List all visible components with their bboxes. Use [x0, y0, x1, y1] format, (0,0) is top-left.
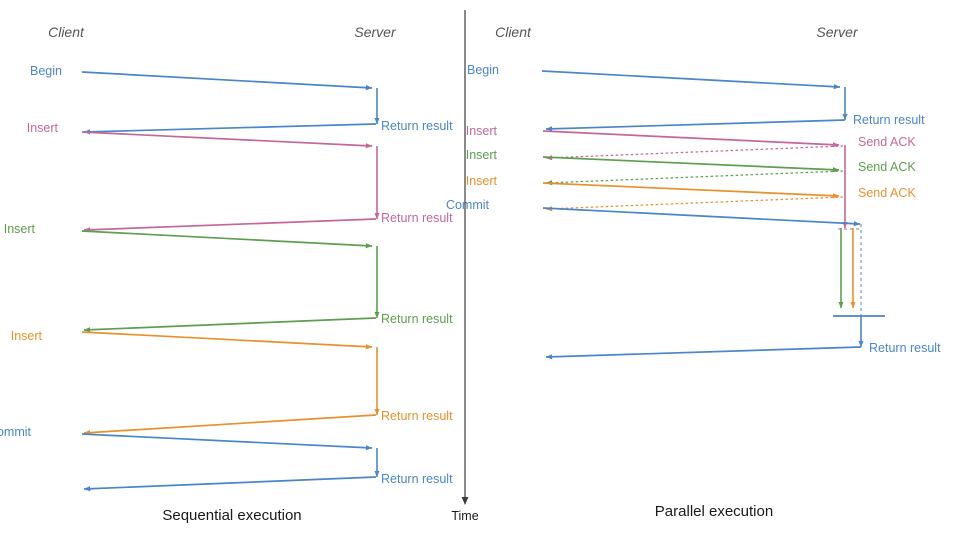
- message-label-return-result: Return result: [381, 119, 453, 133]
- message-arrow-sequential-5: [83, 317, 377, 333]
- message-label-return-result: Return result: [869, 341, 941, 355]
- message-label-return-result: Return result: [381, 409, 453, 423]
- message-arrow-sequential-2: [81, 131, 373, 149]
- message-arrow-sequential-7: [83, 414, 377, 436]
- message-arrow-sequential-0: [81, 71, 373, 91]
- message-label-send-ack: Send ACK: [858, 160, 916, 174]
- message-arrow-parallel-1: [545, 119, 846, 132]
- message-arrow-sequential-9: [83, 476, 377, 492]
- message-label-insert: Insert: [466, 124, 498, 138]
- panel-caption-sequential: Sequential execution: [162, 507, 301, 524]
- message-label-insert: Insert: [4, 222, 36, 236]
- message-label-return-result: Return result: [853, 113, 925, 127]
- message-label-return-result: Return result: [381, 211, 453, 225]
- message-label-commit: Commit: [0, 425, 32, 439]
- message-arrow-parallel-0: [541, 70, 841, 90]
- message-arrow-parallel-4: [542, 156, 840, 173]
- message-arrow-sequential-1: [83, 123, 377, 135]
- lane-header-server: Server: [354, 24, 397, 40]
- message-label-insert: Insert: [11, 329, 43, 343]
- time-axis-label: Time: [451, 509, 478, 523]
- message-arrow-parallel-9: [545, 346, 862, 360]
- message-arrow-parallel-7: [545, 196, 844, 212]
- message-label-insert: Insert: [466, 174, 498, 188]
- lane-header-client: Client: [495, 24, 532, 40]
- message-label-send-ack: Send ACK: [858, 186, 916, 200]
- lane-header-client: Client: [48, 24, 85, 40]
- message-label-return-result: Return result: [381, 472, 453, 486]
- message-arrow-parallel-5: [545, 170, 844, 186]
- time-axis: Time: [451, 10, 479, 523]
- message-arrow-parallel-8: [542, 207, 861, 227]
- message-label-begin: Begin: [30, 64, 62, 78]
- time-axis-arrowhead: [461, 497, 469, 505]
- panel-caption-parallel: Parallel execution: [655, 503, 773, 520]
- message-label-insert: Insert: [27, 121, 59, 135]
- message-arrow-sequential-6: [81, 331, 373, 350]
- message-label-insert: Insert: [466, 148, 498, 162]
- message-arrow-parallel-3: [545, 145, 844, 161]
- message-arrow-sequential-8: [81, 433, 373, 451]
- message-label-commit: Commit: [446, 198, 490, 212]
- message-label-return-result: Return result: [381, 312, 453, 326]
- message-arrow-parallel-6: [542, 182, 840, 199]
- message-arrow-sequential-3: [83, 218, 377, 233]
- message-label-send-ack: Send ACK: [858, 135, 916, 149]
- lane-header-server: Server: [816, 24, 859, 40]
- message-arrow-sequential-4: [81, 230, 373, 249]
- message-arrow-parallel-2: [542, 130, 840, 148]
- message-label-begin: Begin: [467, 63, 499, 77]
